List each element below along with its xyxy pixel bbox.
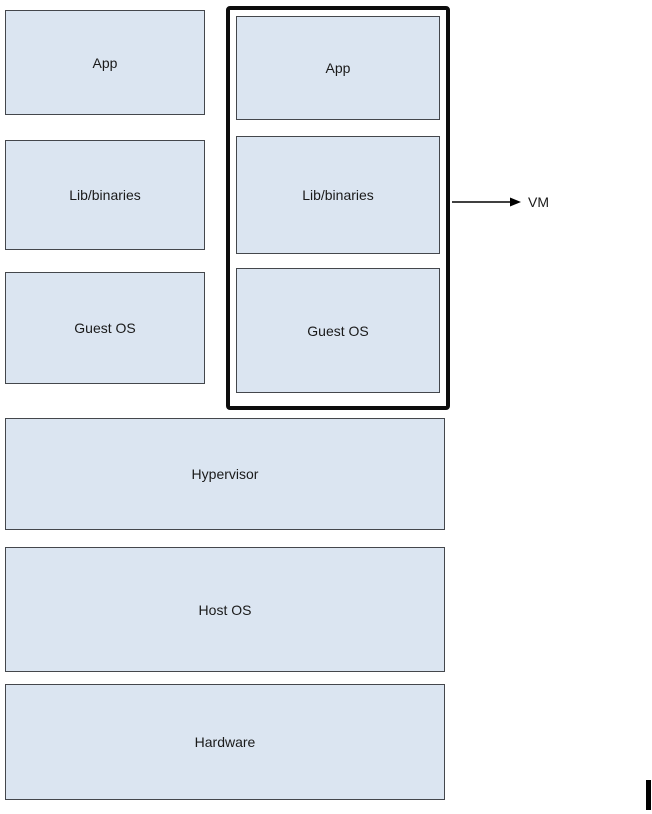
vm-stack-app-box: App <box>236 16 440 120</box>
vm-stack-lib-binaries-box: Lib/binaries <box>236 136 440 254</box>
text-cursor-artifact <box>646 780 651 810</box>
vm-stack-guest-os-box: Guest OS <box>236 268 440 393</box>
left-stack-app-label: App <box>92 54 118 71</box>
vm-stack-app-label: App <box>325 60 351 76</box>
vm-callout-arrow-icon <box>452 197 521 207</box>
hardware-box: Hardware <box>5 684 445 800</box>
vm-callout-label: VM <box>528 194 549 210</box>
hypervisor-label: Hypervisor <box>191 466 259 482</box>
left-stack-guest-os-box: Guest OS <box>5 272 205 384</box>
host-os-label: Host OS <box>198 601 252 618</box>
vm-stack-lib-binaries-label: Lib/binaries <box>302 187 374 203</box>
left-stack-lib-binaries-label: Lib/binaries <box>69 187 141 203</box>
left-stack-guest-os-label: Guest OS <box>74 320 136 336</box>
hardware-label: Hardware <box>194 734 256 750</box>
host-os-box: Host OS <box>5 547 445 672</box>
left-stack-lib-binaries-box: Lib/binaries <box>5 140 205 250</box>
left-stack-app-box: App <box>5 10 205 115</box>
vm-stack-guest-os-label: Guest OS <box>307 322 369 339</box>
hypervisor-box: Hypervisor <box>5 418 445 530</box>
